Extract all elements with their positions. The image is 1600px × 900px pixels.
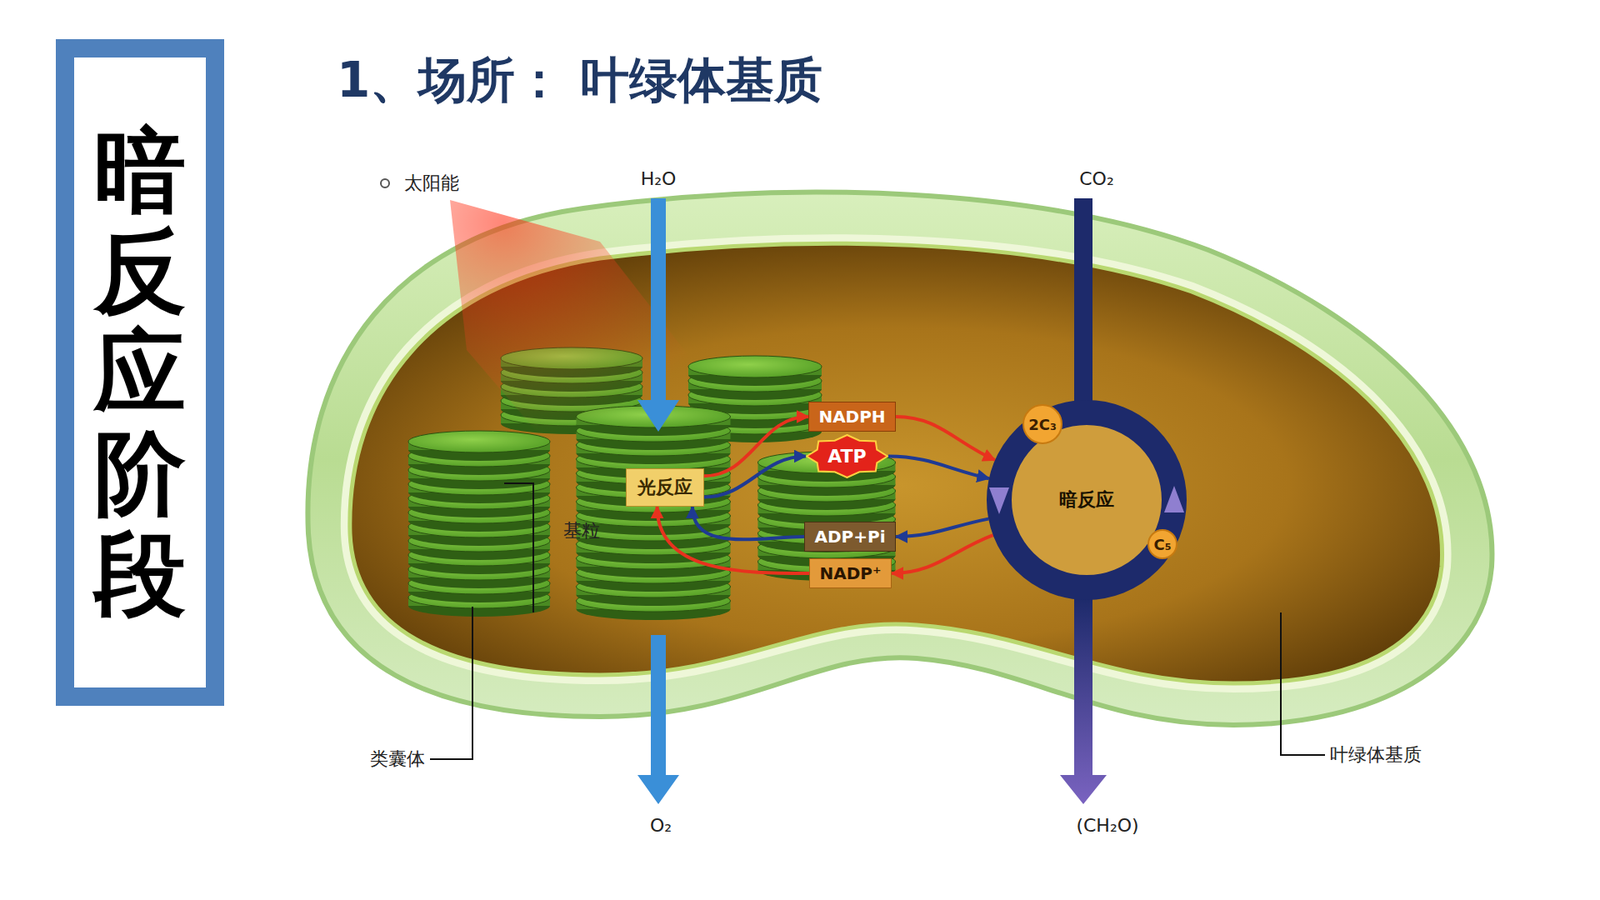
node-label: NADP⁺ xyxy=(819,563,881,584)
stage-banner: 暗反应阶段 xyxy=(55,39,225,706)
disc-top xyxy=(408,430,550,453)
flow-arrow xyxy=(895,416,995,460)
sun-dot xyxy=(380,179,390,188)
flow-arrow xyxy=(657,506,810,574)
node-label: 光反应 xyxy=(637,475,693,500)
part-label: CO₂ xyxy=(1079,168,1115,190)
part-label: 基粒 xyxy=(563,518,600,544)
node-label: C₅ xyxy=(1153,535,1171,554)
node-text-group: 暗反应 xyxy=(1059,487,1115,513)
part-label: H₂O xyxy=(640,168,677,190)
node-label: NADPH xyxy=(818,406,885,427)
cycle-arrow xyxy=(989,487,1010,515)
flow-arrow xyxy=(704,456,806,498)
flow-arrow xyxy=(692,506,805,540)
part-label: 太阳能 xyxy=(404,170,460,196)
flow-arrow xyxy=(891,535,994,574)
molecule-box: NADP⁺ xyxy=(809,558,892,589)
part-label: 叶绿体基质 xyxy=(1330,742,1422,768)
node-text-group: C₅ xyxy=(1153,535,1171,554)
node-text-group: ADP+Pi xyxy=(814,526,885,547)
flow-arrow xyxy=(895,519,989,537)
compound-circle: 2C₃ xyxy=(1022,404,1063,445)
compound-circle: C₅ xyxy=(1147,529,1178,560)
slide-title: 1、场所： 叶绿体基质 xyxy=(336,48,823,114)
node-text-group: 2C₃ xyxy=(1028,415,1057,434)
leader-line xyxy=(430,606,473,760)
granum-stack xyxy=(576,405,731,620)
node-text-group: NADPH xyxy=(818,406,885,427)
disc-top xyxy=(688,355,822,378)
water-arrow xyxy=(637,198,680,432)
molecule-box: NADPH xyxy=(808,401,896,432)
flow-arrow xyxy=(888,456,990,480)
flow-arrow xyxy=(704,416,809,476)
cycle-arrow xyxy=(1164,485,1185,513)
node-label: 暗反应 xyxy=(1059,487,1115,513)
node-text-group: 暗反应阶段 xyxy=(94,120,186,625)
node-text-group: NADP⁺ xyxy=(819,563,881,584)
part-label: 类囊体 xyxy=(370,746,425,772)
node-text-group: ATP xyxy=(827,445,866,467)
part-label: (CH₂O) xyxy=(1075,815,1139,836)
node-text-group: 光反应 xyxy=(637,475,693,500)
co2-bar xyxy=(1074,198,1093,401)
carbohydrate-arrow xyxy=(1060,598,1107,805)
calvin-cycle-ring: 暗反应 2C₃ C₅ xyxy=(982,395,1191,605)
molecule-star: ATP xyxy=(805,434,889,479)
ring-band xyxy=(999,412,1175,588)
leader-line xyxy=(504,483,534,613)
node-label: ATP xyxy=(827,445,866,467)
granum-stack xyxy=(408,430,550,617)
oxygen-arrow xyxy=(637,635,680,805)
node-label: 2C₃ xyxy=(1028,415,1057,434)
leader-line xyxy=(1280,612,1325,755)
part-label: O₂ xyxy=(650,815,672,836)
star-shape xyxy=(806,435,888,478)
molecule-box: ADP+Pi xyxy=(804,521,896,552)
node-label: 暗反应阶段 xyxy=(94,120,186,625)
node-label: ADP+Pi xyxy=(814,526,885,547)
process-box: 光反应 xyxy=(625,468,705,507)
outer-membrane xyxy=(307,192,1492,725)
